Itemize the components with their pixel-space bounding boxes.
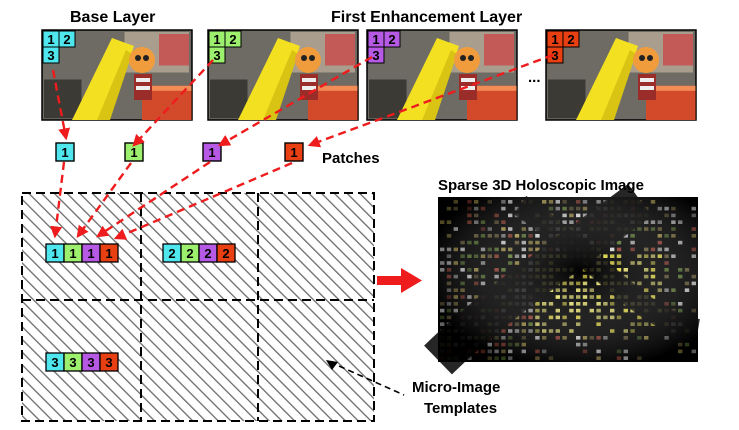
templates-label-line2: Templates [424,400,497,417]
sparse-holoscopic-image [424,183,701,375]
frame-tile: 3 [42,46,60,64]
frame-tile: 3 [367,46,385,64]
template-cell-label: 3 [105,355,112,370]
template-grid-border [21,192,375,422]
arrow-base-to-patch [51,69,71,141]
frame-tile: 1 [42,30,60,48]
template-pointer-arrow [329,361,405,396]
frame-tile-label: 1 [47,32,54,47]
frame-tile-label: 2 [63,32,70,47]
template-cell-label: 2 [222,246,229,261]
frame-tile-label: 1 [551,32,558,47]
frame-tile-label: 3 [372,48,379,63]
frame-tile-label: 2 [229,32,236,47]
template-grid-background [22,193,374,421]
frame-tile: 1 [367,30,385,48]
patch-tile: 1 [124,142,144,162]
frame-tile: 2 [224,30,242,48]
patches-label: Patches [322,150,380,167]
frame-tile: 1 [546,30,564,48]
template-cell-label: 1 [69,246,76,261]
patch-label: 1 [61,145,68,160]
big-arrow [377,268,422,293]
patch-label: 1 [290,145,297,160]
template-cell-label: 2 [168,246,175,261]
frame-tile: 3 [208,46,226,64]
arrow-red-to-patch [307,53,554,148]
arrow-patch-purple-to-template [95,160,211,238]
frame-tile-label: 3 [213,48,220,63]
arrow-patch-green-to-template [76,162,132,238]
frame-tile-label: 2 [388,32,395,47]
patch-tile: 1 [55,142,75,162]
arrow-purple-to-patch [217,55,373,147]
frame-tile-label: 3 [47,48,54,63]
frame-tile: 2 [383,30,401,48]
frame-tile: 1 [208,30,226,48]
patch-label: 1 [130,145,137,160]
templates-label-line1: Micro-Image [412,379,500,396]
patch-tile: 1 [284,142,304,162]
arrow-green-to-patch [132,59,214,147]
template-cell-label: 1 [105,246,112,261]
frame-tile: 2 [562,30,580,48]
template-cell-label: 2 [186,246,193,261]
patches-row: 1 1 1 1 [55,142,304,162]
frame-tile-label: 1 [372,32,379,47]
frame-tile-label: 1 [213,32,220,47]
template-pointer-arrowhead [326,360,338,370]
frame-tile-label: 3 [551,48,558,63]
template-cell-label: 2 [204,246,211,261]
template-cell-label: 3 [87,355,94,370]
template-cell-label: 1 [87,246,94,261]
arrow-patch-red-to-template [113,161,293,240]
frame-tile: 3 [546,46,564,64]
frame-tile: 2 [58,30,76,48]
template-cell-label: 3 [51,355,58,370]
template-cell-label: 1 [51,246,58,261]
enhancement-layer-title: First Enhancement Layer [331,9,522,26]
template-cell-label: 3 [69,355,76,370]
ellipsis-text: ... [528,69,541,86]
base-layer-title: Base Layer [70,9,155,26]
frame-tile-label: 2 [567,32,574,47]
patch-label: 1 [208,145,215,160]
patch-tile: 1 [202,142,222,162]
sparse-image-title: Sparse 3D Holoscopic Image [438,177,644,194]
